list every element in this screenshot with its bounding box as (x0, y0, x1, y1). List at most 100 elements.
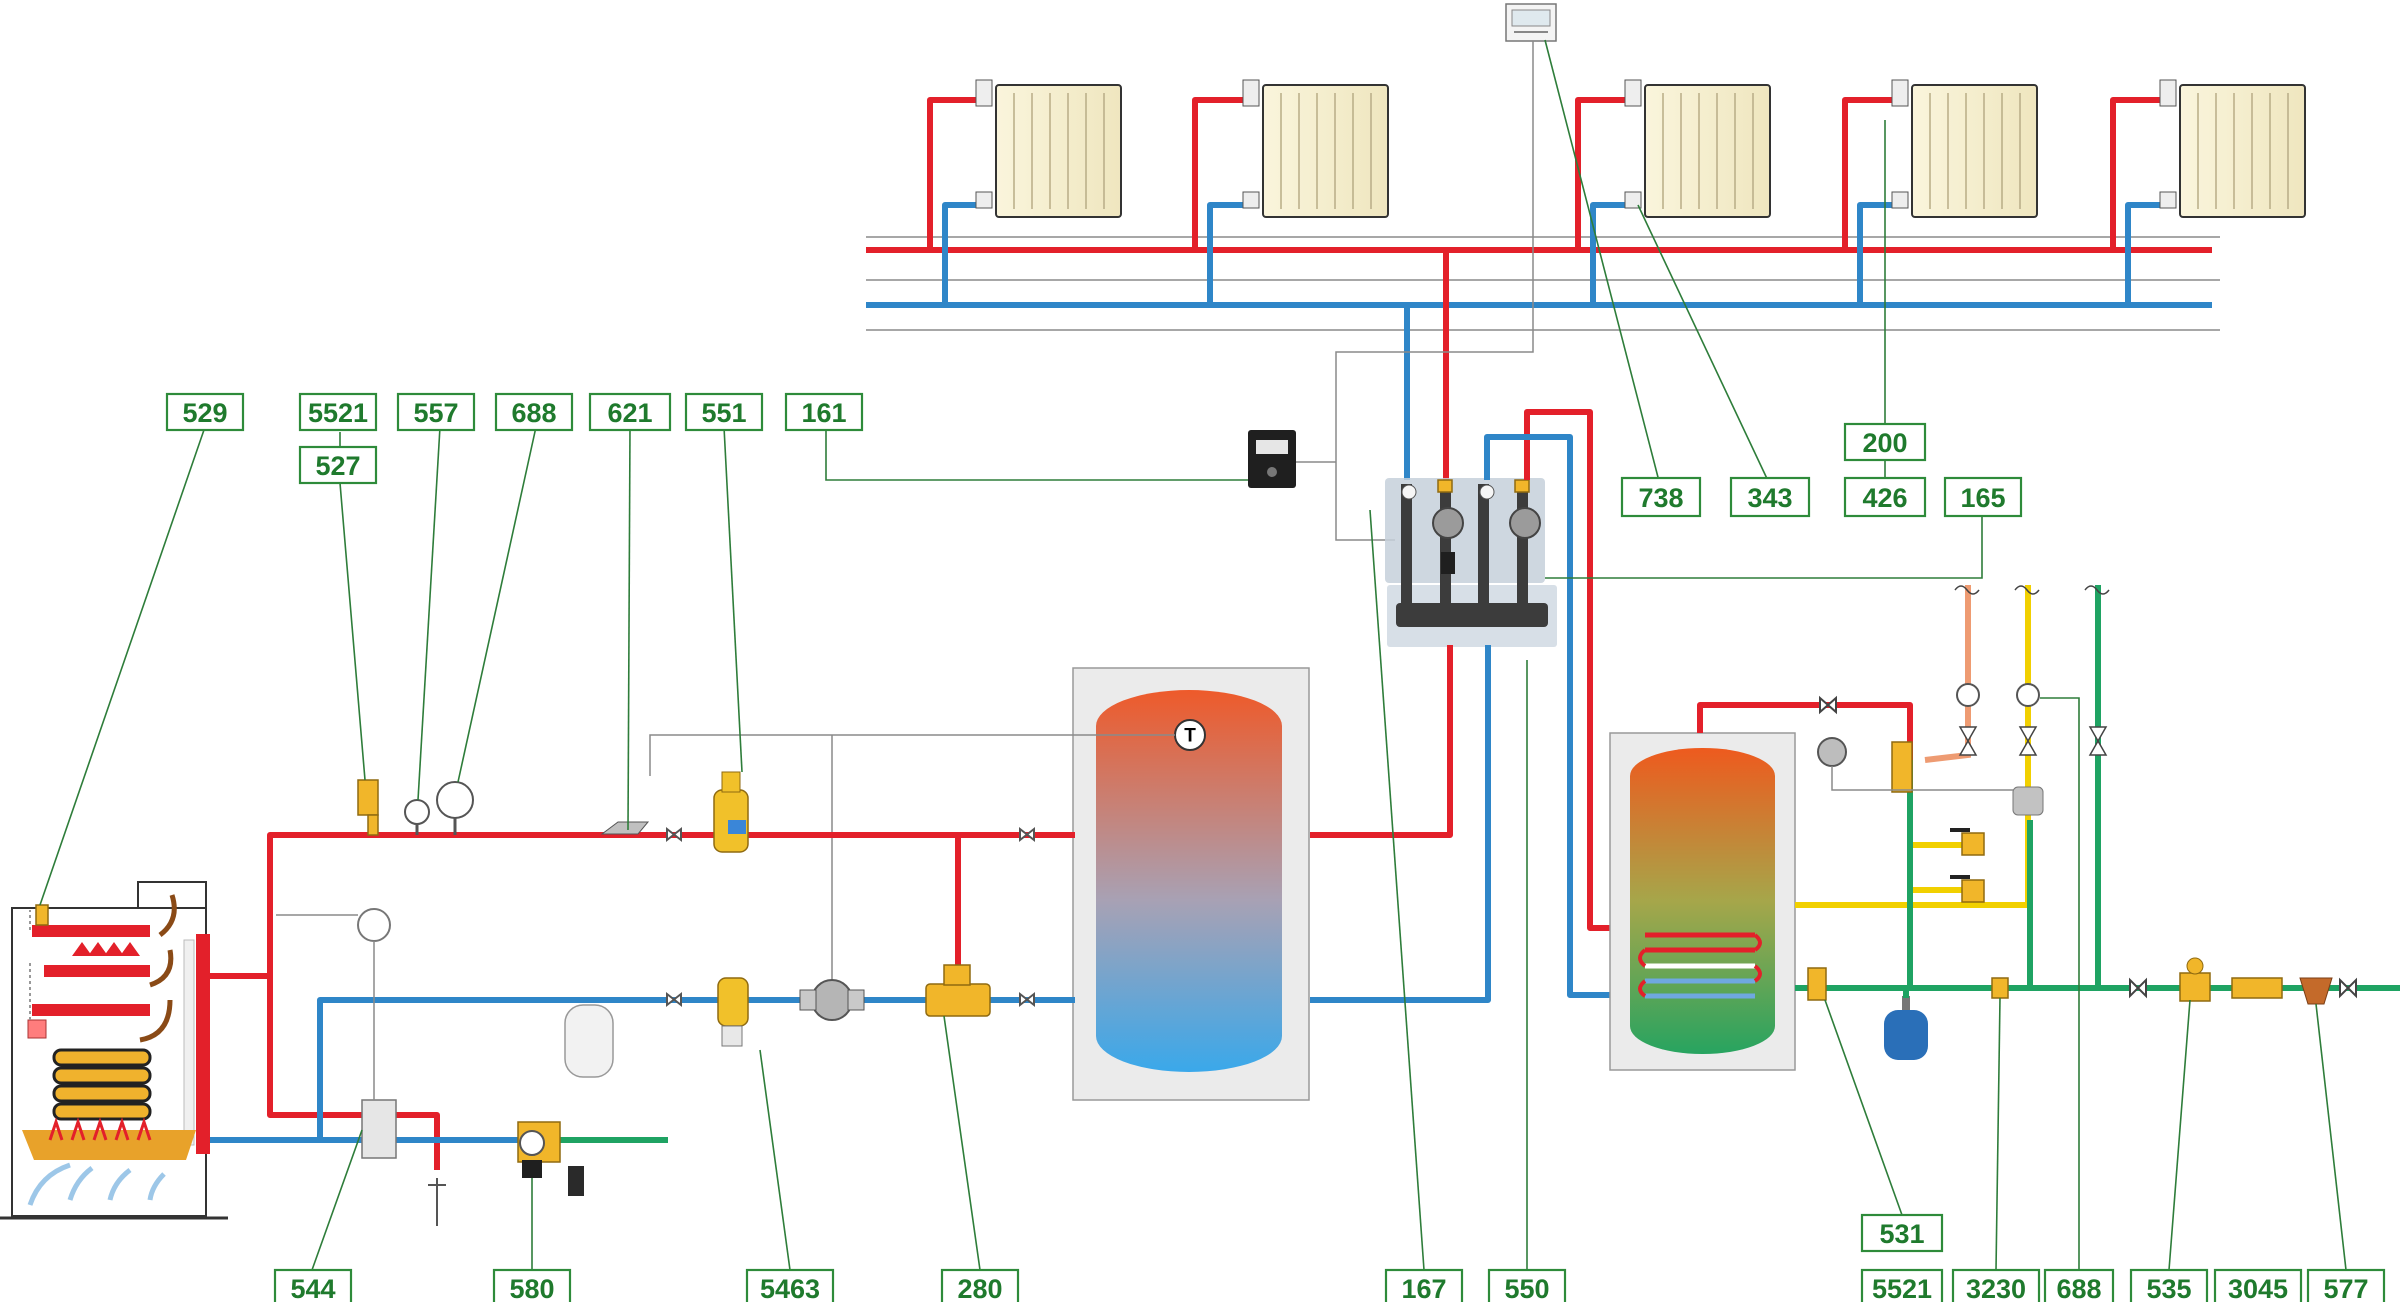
thermostatic-head-icon (2159, 79, 2177, 107)
radiators (927, 79, 2306, 305)
lockshield-valve-icon (975, 191, 993, 209)
part-label-text: 5463 (760, 1274, 820, 1302)
leader-l551 (723, 426, 743, 773)
part-label-text: 544 (290, 1274, 335, 1302)
upper-distribution (866, 236, 2220, 331)
leader-l161 (825, 427, 1248, 481)
part-label-l343: 343 (1729, 476, 1811, 518)
thermostatic-head-icon (1891, 79, 1909, 107)
part-label-l551: 551 (684, 392, 764, 432)
strainer-577-icon (2299, 977, 2333, 1005)
radiator-1 (927, 79, 1122, 305)
part-label-l580: 580 (492, 1268, 572, 1302)
part-label-text: 343 (1747, 483, 1792, 513)
zone2-cold-from-coil (1484, 434, 1615, 998)
thermometer-557-icon (404, 799, 430, 825)
vertical-valves (1958, 726, 2108, 756)
part-label-l621: 621 (588, 392, 672, 432)
sensor-wire-621 (649, 734, 1175, 776)
leader-l688b (2040, 697, 2080, 1270)
leader-l738 (1544, 39, 1661, 486)
circulator-pump-loading-icon (799, 979, 865, 1021)
part-label-text: 280 (957, 1274, 1002, 1302)
manifold-cold-to-tank (1310, 645, 1491, 1003)
ball-valve-3230-icon (1991, 977, 2009, 999)
part-label-l688a: 688 (494, 392, 574, 432)
expansion-vessel-heating-icon (564, 1004, 614, 1078)
part-label-text: 5521 (1872, 1274, 1932, 1302)
thermostatic-head-icon (1624, 79, 1642, 107)
part-label-l527: 527 (298, 445, 378, 485)
part-label-l161: 161 (784, 392, 864, 432)
part-label-text: 3045 (2228, 1274, 2288, 1302)
part-label-l544: 544 (273, 1268, 353, 1302)
lockshield-valve-icon (2159, 191, 2177, 209)
header-guide-lines (866, 236, 2220, 331)
leader-l529 (39, 426, 206, 906)
leader-lines (39, 39, 2347, 1271)
expansion-vessel-dhw-icon (1884, 996, 1928, 1060)
pressure-gauge-688-icon (436, 781, 474, 819)
controller-icon (1248, 430, 1296, 488)
part-label-l5521b: 5521 (1860, 1268, 1944, 1302)
circulator-pump-icon-1 (1432, 507, 1464, 539)
pump-group-manifold (1385, 478, 1557, 647)
buffer-tank: T (1072, 667, 1310, 1101)
manifold-hot-return-to-tank (1310, 645, 1453, 838)
part-label-text: 426 (1862, 483, 1907, 513)
dhw-clock-wire (1831, 766, 2013, 791)
part-label-l167: 167 (1384, 1268, 1464, 1302)
lockshield-valve-icon (1624, 191, 1642, 209)
leader-l577 (2315, 1003, 2347, 1271)
dhw-clock-icon (1817, 737, 1847, 767)
part-label-l535: 535 (2129, 1268, 2209, 1302)
part-label-text: 621 (607, 398, 652, 428)
part-label-text: 200 (1862, 428, 1907, 458)
lockshield-valve-icon (1891, 191, 1909, 209)
part-label-text: 550 (1504, 1274, 1549, 1302)
dhw-hot-outlet (1697, 702, 1913, 760)
tank-sensor-label: T (1184, 726, 1196, 747)
dhw-heating-coil (1638, 932, 1762, 999)
safety-group-icons (357, 779, 474, 836)
part-label-text: 557 (413, 398, 458, 428)
thermostatic-head-icon (1242, 79, 1260, 107)
thermometer-icon-2 (2016, 683, 2040, 707)
room-thermostat-icon (1505, 3, 1557, 42)
dhw-recirc-pump-icon (2012, 786, 2044, 816)
part-label-text: 738 (1638, 483, 1683, 513)
flue-gas-arrows (139, 894, 177, 1043)
part-label-l5463: 5463 (745, 1268, 835, 1302)
part-label-l200: 200 (1843, 422, 1927, 462)
shutoff-valves-heating (666, 826, 1035, 1008)
leader-l535 (2168, 999, 2191, 1271)
boiler (0, 881, 228, 1220)
radiator-5 (2110, 79, 2306, 305)
part-label-l550: 550 (1487, 1268, 1567, 1302)
leader-l688a (457, 426, 537, 783)
part-label-text: 688 (2056, 1274, 2101, 1302)
pressure-reducer-535-icon (2179, 957, 2211, 1002)
circulator-pump-icon-2 (1509, 507, 1541, 539)
dhw-ball-valves (1950, 828, 1985, 903)
anticondensation-valve-544-icon (276, 908, 397, 1159)
part-label-l529: 529 (165, 392, 245, 432)
shutoff-valves-dhw (1819, 695, 2357, 999)
boiler-safety-valve-icon (35, 904, 49, 926)
part-label-text: 531 (1879, 1219, 1924, 1249)
part-label-text: 551 (701, 398, 746, 428)
part-label-text: 577 (2323, 1274, 2368, 1302)
part-label-l280: 280 (940, 1268, 1020, 1302)
lockshield-valve-icon (1242, 191, 1260, 209)
capillary-544 (276, 914, 375, 1100)
part-label-l426: 426 (1843, 476, 1927, 518)
part-label-l738: 738 (1620, 476, 1702, 518)
filling-unit-580-icon (517, 1121, 584, 1196)
leader-l167 (1369, 509, 1425, 1271)
label-stack-connectors (339, 432, 1886, 478)
part-label-l531: 531 (1860, 1213, 1944, 1253)
thermostat-wire (1335, 41, 1534, 541)
